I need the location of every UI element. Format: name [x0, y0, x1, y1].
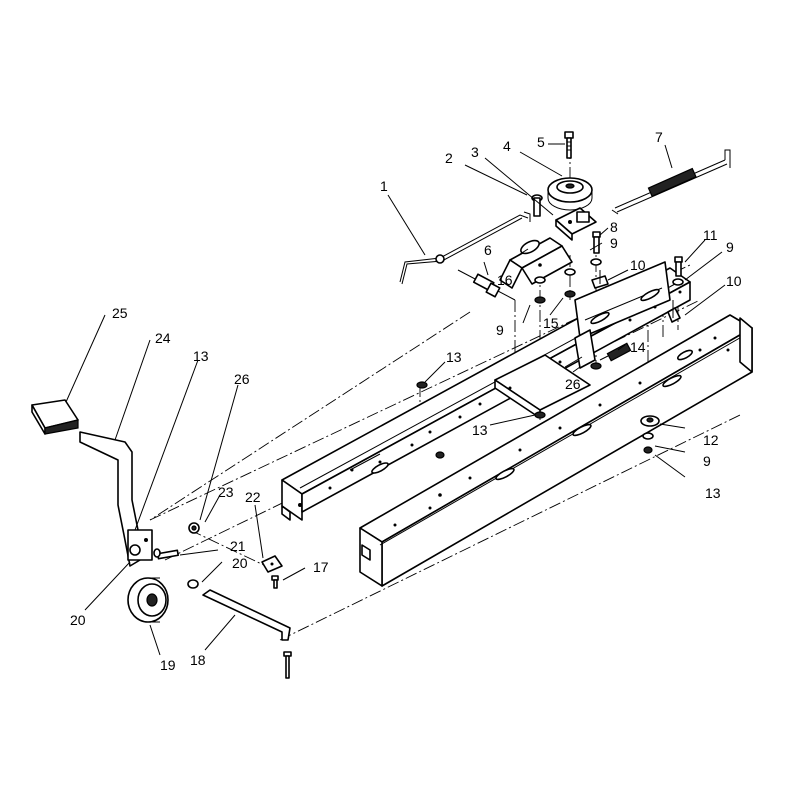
- brake-rod: [611, 149, 731, 215]
- callout-3: 3: [471, 144, 479, 160]
- callout-20-a: 20: [232, 555, 248, 571]
- frame-rail-lower: [359, 314, 753, 587]
- pedal-arm: [79, 431, 153, 567]
- callout-9-b: 9: [726, 239, 734, 255]
- link-rod: [202, 589, 292, 679]
- callout-10-a: 10: [630, 257, 646, 273]
- pedal-hardware: [153, 522, 200, 589]
- callout-8: 8: [610, 219, 618, 235]
- callout-2: 2: [445, 150, 453, 166]
- callout-5: 5: [537, 134, 545, 150]
- callout-10-b: 10: [726, 273, 742, 289]
- callout-15: 15: [543, 315, 559, 331]
- callout-26-b: 26: [565, 376, 581, 392]
- callout-12: 12: [703, 432, 719, 448]
- callout-14: 14: [630, 339, 646, 355]
- callout-4: 4: [503, 138, 511, 154]
- control-rod: [399, 211, 531, 285]
- idler-bracket: [499, 237, 573, 289]
- lower-pulley: [127, 577, 169, 623]
- callout-17: 17: [313, 559, 329, 575]
- callout-13-b: 13: [472, 422, 488, 438]
- callout-13-d: 13: [193, 348, 209, 364]
- callout-9-c: 9: [496, 322, 504, 338]
- upper-idler-pulley: [547, 177, 593, 211]
- callout-21: 21: [230, 538, 246, 554]
- callout-24: 24: [155, 330, 171, 346]
- flange-nut: [640, 415, 660, 427]
- spring-clips: [591, 270, 681, 323]
- callout-9-d: 9: [703, 453, 711, 469]
- callout-9-a: 9: [610, 235, 618, 251]
- callout-1: 1: [380, 178, 388, 194]
- callout-numbers: 1 2 3 4 5 6 7 8 9 9 9 9 10 10 11 12 13 1…: [70, 129, 742, 673]
- callout-13-a: 13: [446, 349, 462, 365]
- washers: [416, 258, 684, 459]
- callout-25: 25: [112, 305, 128, 321]
- callout-20-b: 20: [70, 612, 86, 628]
- callout-11: 11: [703, 227, 718, 243]
- callout-19: 19: [160, 657, 176, 673]
- pulley-bolt: [564, 131, 574, 159]
- callout-23: 23: [218, 484, 234, 500]
- callout-13-c: 13: [705, 485, 721, 501]
- tension-spring: [599, 342, 632, 362]
- callout-6: 6: [484, 242, 492, 258]
- frame-holes: [298, 288, 730, 527]
- leader-lines: [65, 143, 726, 656]
- pedal-pad: [31, 399, 79, 435]
- callout-7: 7: [655, 129, 663, 145]
- callout-26-a: 26: [234, 371, 250, 387]
- rod-spring: [457, 269, 516, 301]
- idler-arm: [555, 207, 597, 241]
- callout-22: 22: [245, 489, 261, 505]
- callout-16: 16: [497, 272, 513, 288]
- callout-18: 18: [190, 652, 206, 668]
- clip-and-screw: [261, 555, 283, 589]
